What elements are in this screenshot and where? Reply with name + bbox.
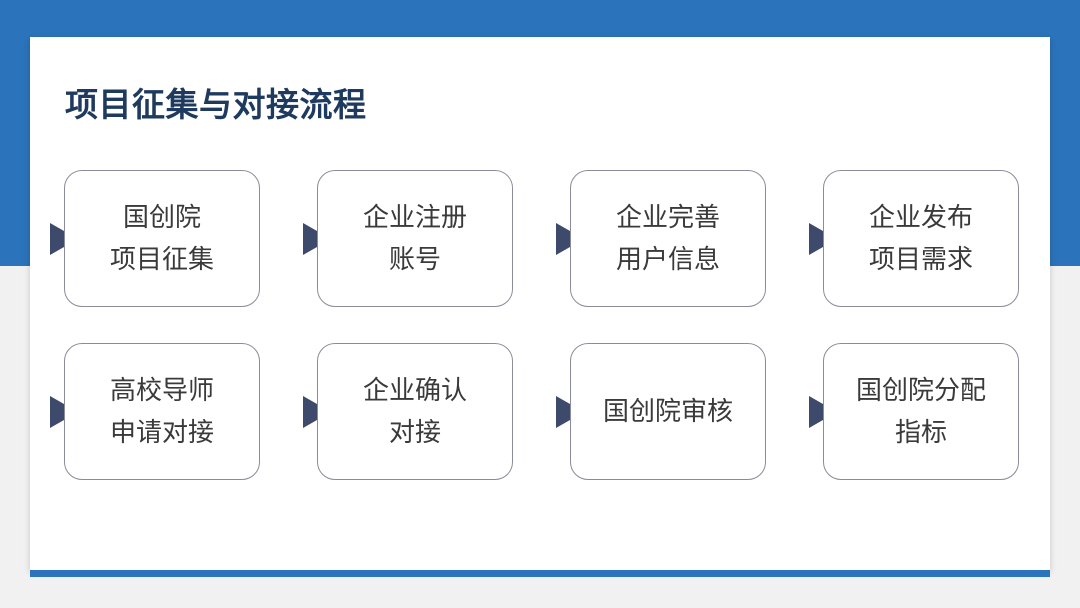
step-5-line-2: 申请对接 — [109, 417, 214, 448]
step-6-line-2: 对接 — [388, 417, 441, 448]
step-8-line-1: 国创院分配 — [855, 375, 986, 406]
step-1-line-1: 国创院 — [122, 202, 201, 233]
step-box-6: 企业确认 对接 — [317, 343, 513, 480]
step-4-line-2: 项目需求 — [868, 244, 973, 275]
step-box-8: 国创院分配 指标 — [823, 343, 1019, 480]
step-3-line-2: 用户信息 — [615, 244, 720, 275]
step-box-5: 高校导师 申请对接 — [64, 343, 260, 480]
step-box-3: 企业完善 用户信息 — [570, 170, 766, 307]
step-1-line-2: 项目征集 — [109, 244, 214, 275]
step-box-2: 企业注册 账号 — [317, 170, 513, 307]
step-box-1: 国创院 项目征集 — [64, 170, 260, 307]
step-6-line-1: 企业确认 — [362, 375, 467, 406]
step-box-4: 企业发布 项目需求 — [823, 170, 1019, 307]
step-8-line-2: 指标 — [894, 417, 947, 448]
page-title: 项目征集与对接流程 — [65, 85, 367, 124]
step-2-line-2: 账号 — [388, 244, 441, 275]
bottom-accent-line — [30, 570, 1050, 577]
step-4-line-1: 企业发布 — [868, 202, 973, 233]
step-box-7: 国创院审核 — [570, 343, 766, 480]
step-3-line-1: 企业完善 — [615, 202, 720, 233]
step-2-line-1: 企业注册 — [362, 202, 467, 233]
step-7-line-1: 国创院审核 — [602, 396, 733, 427]
step-5-line-1: 高校导师 — [109, 375, 214, 406]
